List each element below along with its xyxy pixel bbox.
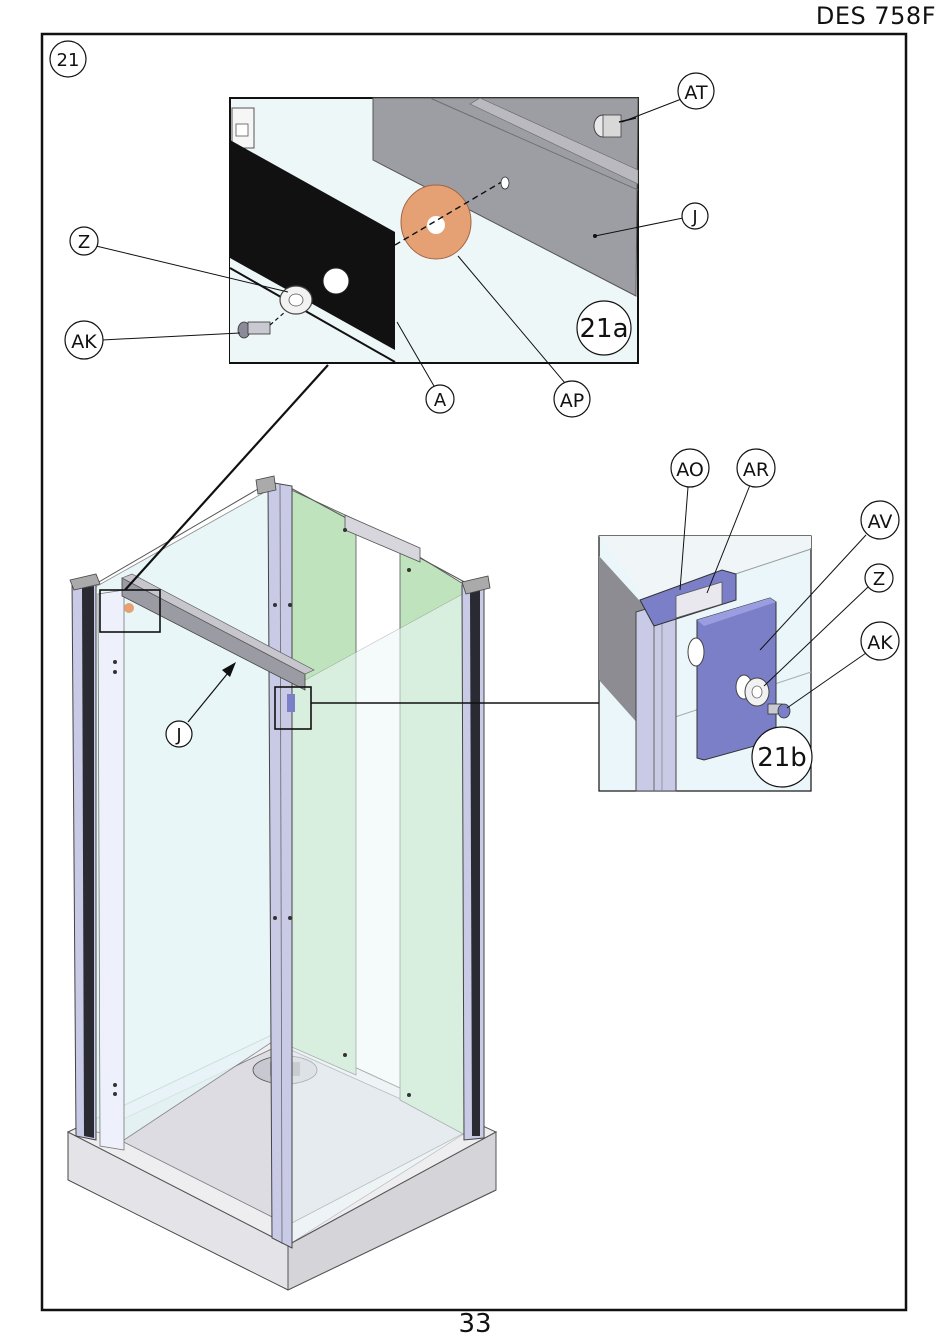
svg-text:AO: AO [676,459,704,481]
shower-enclosure [68,476,496,1290]
detail-21a-label: 21a [579,314,628,344]
callout-ak-right: AK [861,622,899,660]
svg-text:AP: AP [560,390,584,412]
detail-21b: 21b [599,536,812,791]
callout-z-top: Z [70,227,98,255]
svg-text:AR: AR [743,459,769,481]
step-badge: 21 [50,41,86,77]
callout-a: A [426,385,454,413]
detail-21a: 21a [230,98,638,363]
svg-text:A: A [434,390,447,411]
callout-ar: AR [737,449,775,487]
detail-21b-label: 21b [757,743,807,773]
callout-ap: AP [554,381,590,417]
step-number: 21 [57,50,80,71]
washer-z [280,286,312,314]
svg-text:J: J [175,725,181,746]
svg-text:Z: Z [78,232,90,253]
callout-ak-top: AK [65,321,103,359]
svg-text:AK: AK [867,632,893,654]
svg-text:AK: AK [71,331,97,353]
svg-text:AV: AV [868,511,893,533]
callout-ao: AO [671,449,709,487]
svg-text:AT: AT [684,82,708,104]
page-number: 33 [0,1309,950,1339]
callout-at: AT [678,73,714,109]
svg-text:Z: Z [873,569,885,590]
callout-j-top: J [682,203,708,229]
callout-av: AV [861,501,899,539]
callout-z-right: Z [865,564,893,592]
svg-text:J: J [691,207,697,228]
callout-j-main: J [166,721,192,747]
